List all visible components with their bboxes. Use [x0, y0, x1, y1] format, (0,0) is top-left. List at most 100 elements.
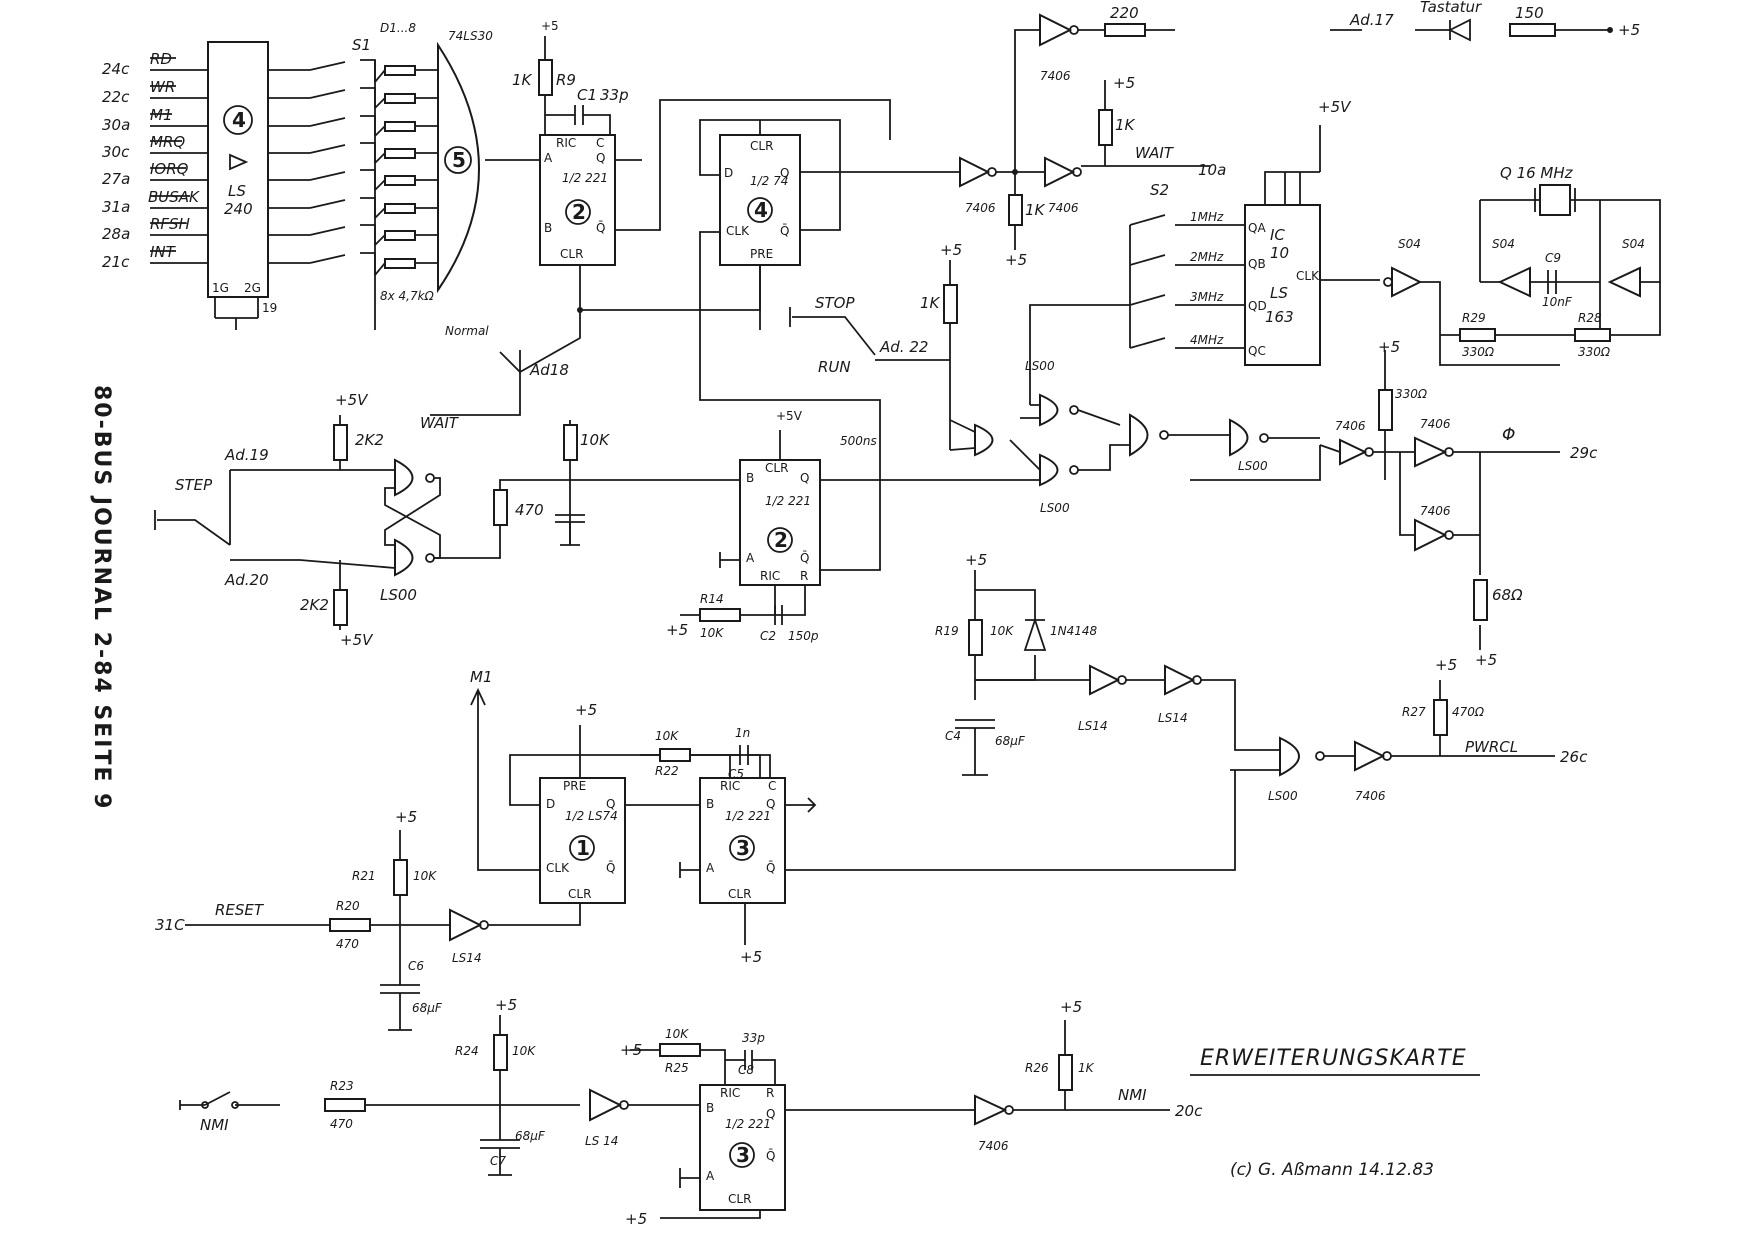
bus-sig-busak: BUSAK	[148, 188, 200, 206]
svg-text:+5: +5	[395, 808, 417, 826]
s2-label: S2	[1150, 181, 1169, 199]
s1-d-label: D1...8	[380, 21, 416, 35]
s2-f4: 4MHz	[1190, 333, 1224, 347]
pwrcl-pin: 26c	[1560, 748, 1588, 766]
svg-text:WAIT: WAIT	[420, 414, 460, 432]
svg-text:+5: +5	[575, 701, 597, 719]
buffer-pin-gnd: 19	[262, 301, 277, 315]
svg-text:2K2: 2K2	[355, 431, 384, 449]
svg-text:7406: 7406	[978, 1139, 1009, 1153]
ad19-label: Ad.19	[224, 446, 269, 464]
svg-text:R: R	[766, 1086, 774, 1100]
svg-text:C4: C4	[945, 729, 961, 743]
mono4-name: 1/2 221	[725, 1117, 771, 1131]
svg-text:7406: 7406	[1420, 504, 1451, 518]
svg-text:LS 14: LS 14	[585, 1134, 618, 1148]
svg-text:Q: Q	[596, 151, 605, 165]
svg-text:A: A	[544, 151, 553, 165]
svg-text:Q̄: Q̄	[766, 861, 775, 875]
ff1-chip-number: 4	[754, 198, 768, 222]
svg-text:LS00: LS00	[1268, 789, 1298, 803]
ff2-chip-number: 1	[576, 836, 590, 860]
svg-text:RIC: RIC	[720, 779, 740, 793]
svg-text:33p: 33p	[742, 1031, 765, 1045]
c1-value: 33p	[600, 86, 629, 104]
bus-pin-22c: 22c	[102, 88, 130, 106]
mono4-221: RIC R B Q A Q̄ CLR 1/2 221 3 +5 10K R25 …	[620, 998, 1203, 1228]
svg-text:+5V: +5V	[340, 631, 374, 649]
nmi-section[interactable]: NMI R23 470 R24 10K C7 68μF +5 LS 14	[179, 996, 700, 1176]
oscillator: S04 S04 C9 10nF S04 Q 16 MHz R29 330Ω R2…	[1383, 164, 1661, 366]
svg-text:Q: Q	[800, 471, 809, 485]
svg-text:68μF: 68μF	[995, 734, 1026, 748]
reset-signal: RESET	[215, 901, 265, 919]
svg-text:68μF: 68μF	[515, 1129, 546, 1143]
switch-s1[interactable]: S1 D1...8 8x 4,7kΩ	[309, 21, 438, 330]
svg-text:C: C	[768, 779, 776, 793]
stop-adapter: Ad. 22	[879, 338, 928, 356]
switch-s2[interactable]: S2 1MHz 2MHz 3MHz 4MHz	[1029, 181, 1245, 405]
bus-pin-30a: 30a	[102, 116, 130, 134]
svg-text:470Ω: 470Ω	[1452, 705, 1485, 719]
svg-text:470: 470	[515, 501, 544, 519]
svg-text:+5: +5	[541, 19, 559, 33]
svg-text:+5: +5	[1618, 21, 1640, 39]
mono2-name: 1/2 221	[765, 494, 811, 508]
svg-text:CLR: CLR	[728, 1192, 751, 1206]
svg-text:+5V: +5V	[335, 391, 369, 409]
nand8-chip-number: 5	[452, 148, 466, 172]
svg-text:Q: Q	[766, 1107, 775, 1121]
svg-text:+5: +5	[740, 948, 762, 966]
led-section: 220 Ad.17 Tastatur 150 +5 7406	[1014, 0, 1640, 172]
svg-text:+5: +5	[1378, 338, 1400, 356]
svg-text:B: B	[706, 797, 714, 811]
buffer-type-b: 240	[224, 200, 253, 218]
svg-text:C: C	[596, 136, 604, 150]
ff2-ls74: M1 PRE D Q CLK Q̄ CLR 1/2 LS74 1 +5	[470, 668, 761, 926]
phi-pin: 29c	[1570, 444, 1598, 462]
svg-text:Q̄: Q̄	[596, 221, 605, 235]
svg-text:R: R	[800, 569, 808, 583]
side-title: 80-BUS JOURNAL 2-84 SEITE 9	[89, 385, 114, 810]
r9-name: R9	[556, 71, 576, 89]
stop-run-switch[interactable]: STOP RUN Ad. 22 1K +5	[789, 241, 962, 450]
svg-text:C5: C5	[728, 767, 744, 781]
svg-text:+5: +5	[1435, 656, 1457, 674]
mono2-500ns: 500ns	[840, 434, 877, 448]
svg-text:QA: QA	[1248, 221, 1266, 235]
crystal-label: Q 16 MHz	[1500, 164, 1574, 182]
svg-text:7406: 7406	[1420, 417, 1451, 431]
mono1-chip-number: 2	[572, 200, 586, 224]
mono2-chip-number: 2	[774, 528, 788, 552]
bus-pin-27a: 27a	[102, 170, 130, 188]
mono2-221: B Q CLR A Q̄ RIC R 1/2 221 2 500ns +5V R…	[666, 409, 1040, 643]
inv-a-type: 7406	[1040, 69, 1071, 83]
wait-signal: WAIT	[1135, 144, 1175, 162]
svg-text:Q̄: Q̄	[766, 1149, 775, 1163]
svg-text:CLR: CLR	[750, 139, 773, 153]
bus-pin-30c: 30c	[102, 143, 130, 161]
signature: (c) G. Aßmann 14.12.83	[1230, 1160, 1434, 1180]
svg-text:1K: 1K	[1025, 201, 1046, 219]
counter-type-a: LS	[1270, 284, 1288, 302]
svg-text:+5V: +5V	[1318, 98, 1352, 116]
phi-driver: 330Ω +5 7406 7406 68Ω +5 Φ 29c	[1378, 338, 1598, 669]
bus-sig-rd: RD	[150, 50, 172, 68]
svg-text:Q̄: Q̄	[800, 551, 809, 565]
svg-text:C8: C8	[738, 1063, 754, 1077]
wait-pin: 10a	[1198, 161, 1226, 179]
svg-text:D: D	[546, 797, 555, 811]
svg-text:R28: R28	[1578, 311, 1602, 325]
pwrcl-signal: PWRCL	[1465, 738, 1518, 756]
svg-text:330Ω: 330Ω	[1578, 345, 1611, 359]
svg-text:LS00: LS00	[1025, 359, 1055, 373]
led-r2: 150	[1515, 4, 1544, 22]
svg-text:D: D	[724, 166, 733, 180]
svg-text:B: B	[544, 221, 552, 235]
svg-text:R27: R27	[1402, 705, 1426, 719]
svg-text:LS14: LS14	[1158, 711, 1188, 725]
nmi-switch-label: NMI	[200, 1116, 229, 1134]
svg-text:R14: R14	[700, 592, 724, 606]
step-section[interactable]: STEP Ad.19 Ad.20 2K2 2K2 +5V +5V LS00 47…	[154, 265, 761, 649]
svg-text:Q: Q	[606, 797, 615, 811]
